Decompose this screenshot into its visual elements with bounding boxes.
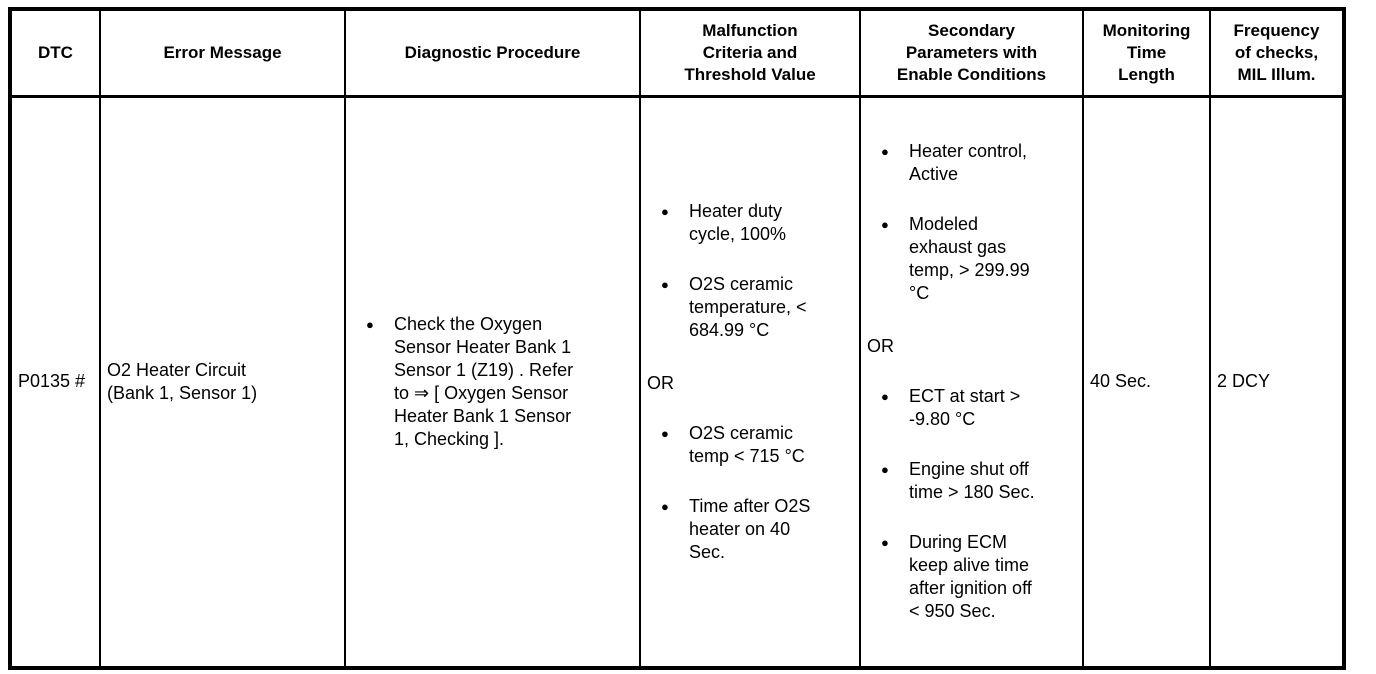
list-item-text: ECT at start > -9.80 °C	[909, 386, 1021, 430]
column-header-frequency: Frequency of checks, MIL Illum.	[1209, 8, 1345, 98]
list-item-text: O2S ceramic temp < 715 °C	[689, 422, 805, 466]
bullet-icon: ●	[661, 425, 669, 441]
cell-dtc: P0135 #	[9, 95, 101, 669]
list-item: ● Time after O2S heater on 40 Sec.	[647, 495, 855, 564]
table-row: P0135 # O2 Heater Circuit (Bank 1, Senso…	[9, 95, 1345, 669]
bullet-icon: ●	[881, 144, 889, 160]
list-item-text: Heater control, Active	[909, 141, 1028, 185]
list-item-text: Engine shut off time > 180 Sec.	[909, 459, 1035, 503]
column-header-dtc: DTC	[9, 8, 101, 98]
list-item-text: Heater duty cycle, 100%	[689, 200, 787, 244]
list-item: ● Modeled exhaust gas temp, > 299.99 °C	[867, 213, 1078, 305]
diagnostic-procedure-list: ● Check the Oxygen Sensor Heater Bank 1 …	[352, 313, 635, 451]
list-item: ● O2S ceramic temp < 715 °C	[647, 422, 855, 468]
list-item: ● ECT at start > -9.80 °C	[867, 385, 1078, 431]
bullet-icon: ●	[881, 389, 889, 405]
or-separator: OR	[647, 372, 674, 393]
or-separator: OR	[867, 336, 894, 357]
column-header-error-message: Error Message	[99, 8, 346, 98]
table-header: DTC Error Message Diagnostic Procedure M…	[9, 8, 1345, 98]
list-item-text: During ECM keep alive time after ignitio…	[909, 532, 1032, 622]
bullet-icon: ●	[881, 217, 889, 233]
secondary-parameters-group1: ● Heater control, Active ● Modeled exhau…	[867, 140, 1078, 305]
malfunction-criteria-group1: ● Heater duty cycle, 100% ● O2S ceramic …	[647, 200, 855, 342]
list-item-text: Time after O2S heater on 40 Sec.	[689, 495, 811, 562]
bullet-icon: ●	[661, 498, 669, 514]
column-header-secondary-parameters: Secondary Parameters with Enable Conditi…	[859, 8, 1084, 98]
malfunction-criteria-group2: ● O2S ceramic temp < 715 °C ● Time after…	[647, 422, 855, 564]
header-row: DTC Error Message Diagnostic Procedure M…	[9, 8, 1345, 98]
list-item: ● Check the Oxygen Sensor Heater Bank 1 …	[352, 313, 635, 451]
dtc-code: P0135 #	[18, 371, 86, 392]
bullet-icon: ●	[881, 535, 889, 551]
column-header-malfunction-criteria: Malfunction Criteria and Threshold Value	[639, 8, 861, 98]
bullet-icon: ●	[661, 276, 669, 292]
list-item: ● Engine shut off time > 180 Sec.	[867, 458, 1078, 504]
list-item: ● O2S ceramic temperature, < 684.99 °C	[647, 273, 855, 342]
cell-monitoring-time: 40 Sec.	[1082, 95, 1211, 669]
bullet-icon: ●	[881, 462, 889, 478]
frequency-value: 2 DCY	[1217, 371, 1271, 392]
table-body: P0135 # O2 Heater Circuit (Bank 1, Senso…	[9, 95, 1345, 669]
list-item: ● Heater control, Active	[867, 140, 1078, 186]
error-message-text: O2 Heater Circuit (Bank 1, Sensor 1)	[107, 359, 258, 403]
column-header-diagnostic-procedure: Diagnostic Procedure	[344, 8, 641, 98]
cell-error-message: O2 Heater Circuit (Bank 1, Sensor 1)	[99, 95, 346, 669]
secondary-parameters-group2: ● ECT at start > -9.80 °C ● Engine shut …	[867, 385, 1078, 623]
cell-secondary-parameters: ● Heater control, Active ● Modeled exhau…	[859, 95, 1084, 669]
monitoring-time-value: 40 Sec.	[1090, 371, 1152, 392]
bullet-icon: ●	[661, 203, 669, 219]
column-header-monitoring-time: Monitoring Time Length	[1082, 8, 1211, 98]
list-item-text: O2S ceramic temperature, < 684.99 °C	[689, 273, 807, 340]
list-item-text: Check the Oxygen Sensor Heater Bank 1 Se…	[394, 313, 574, 449]
list-item-text: Modeled exhaust gas temp, > 299.99 °C	[909, 214, 1030, 304]
bullet-icon: ●	[366, 316, 374, 332]
dtc-table: DTC Error Message Diagnostic Procedure M…	[8, 7, 1346, 670]
cell-malfunction-criteria: ● Heater duty cycle, 100% ● O2S ceramic …	[639, 95, 861, 669]
cell-diagnostic-procedure: ● Check the Oxygen Sensor Heater Bank 1 …	[344, 95, 641, 669]
cell-frequency: 2 DCY	[1209, 95, 1345, 669]
list-item: ● Heater duty cycle, 100%	[647, 200, 855, 246]
list-item: ● During ECM keep alive time after ignit…	[867, 531, 1078, 623]
